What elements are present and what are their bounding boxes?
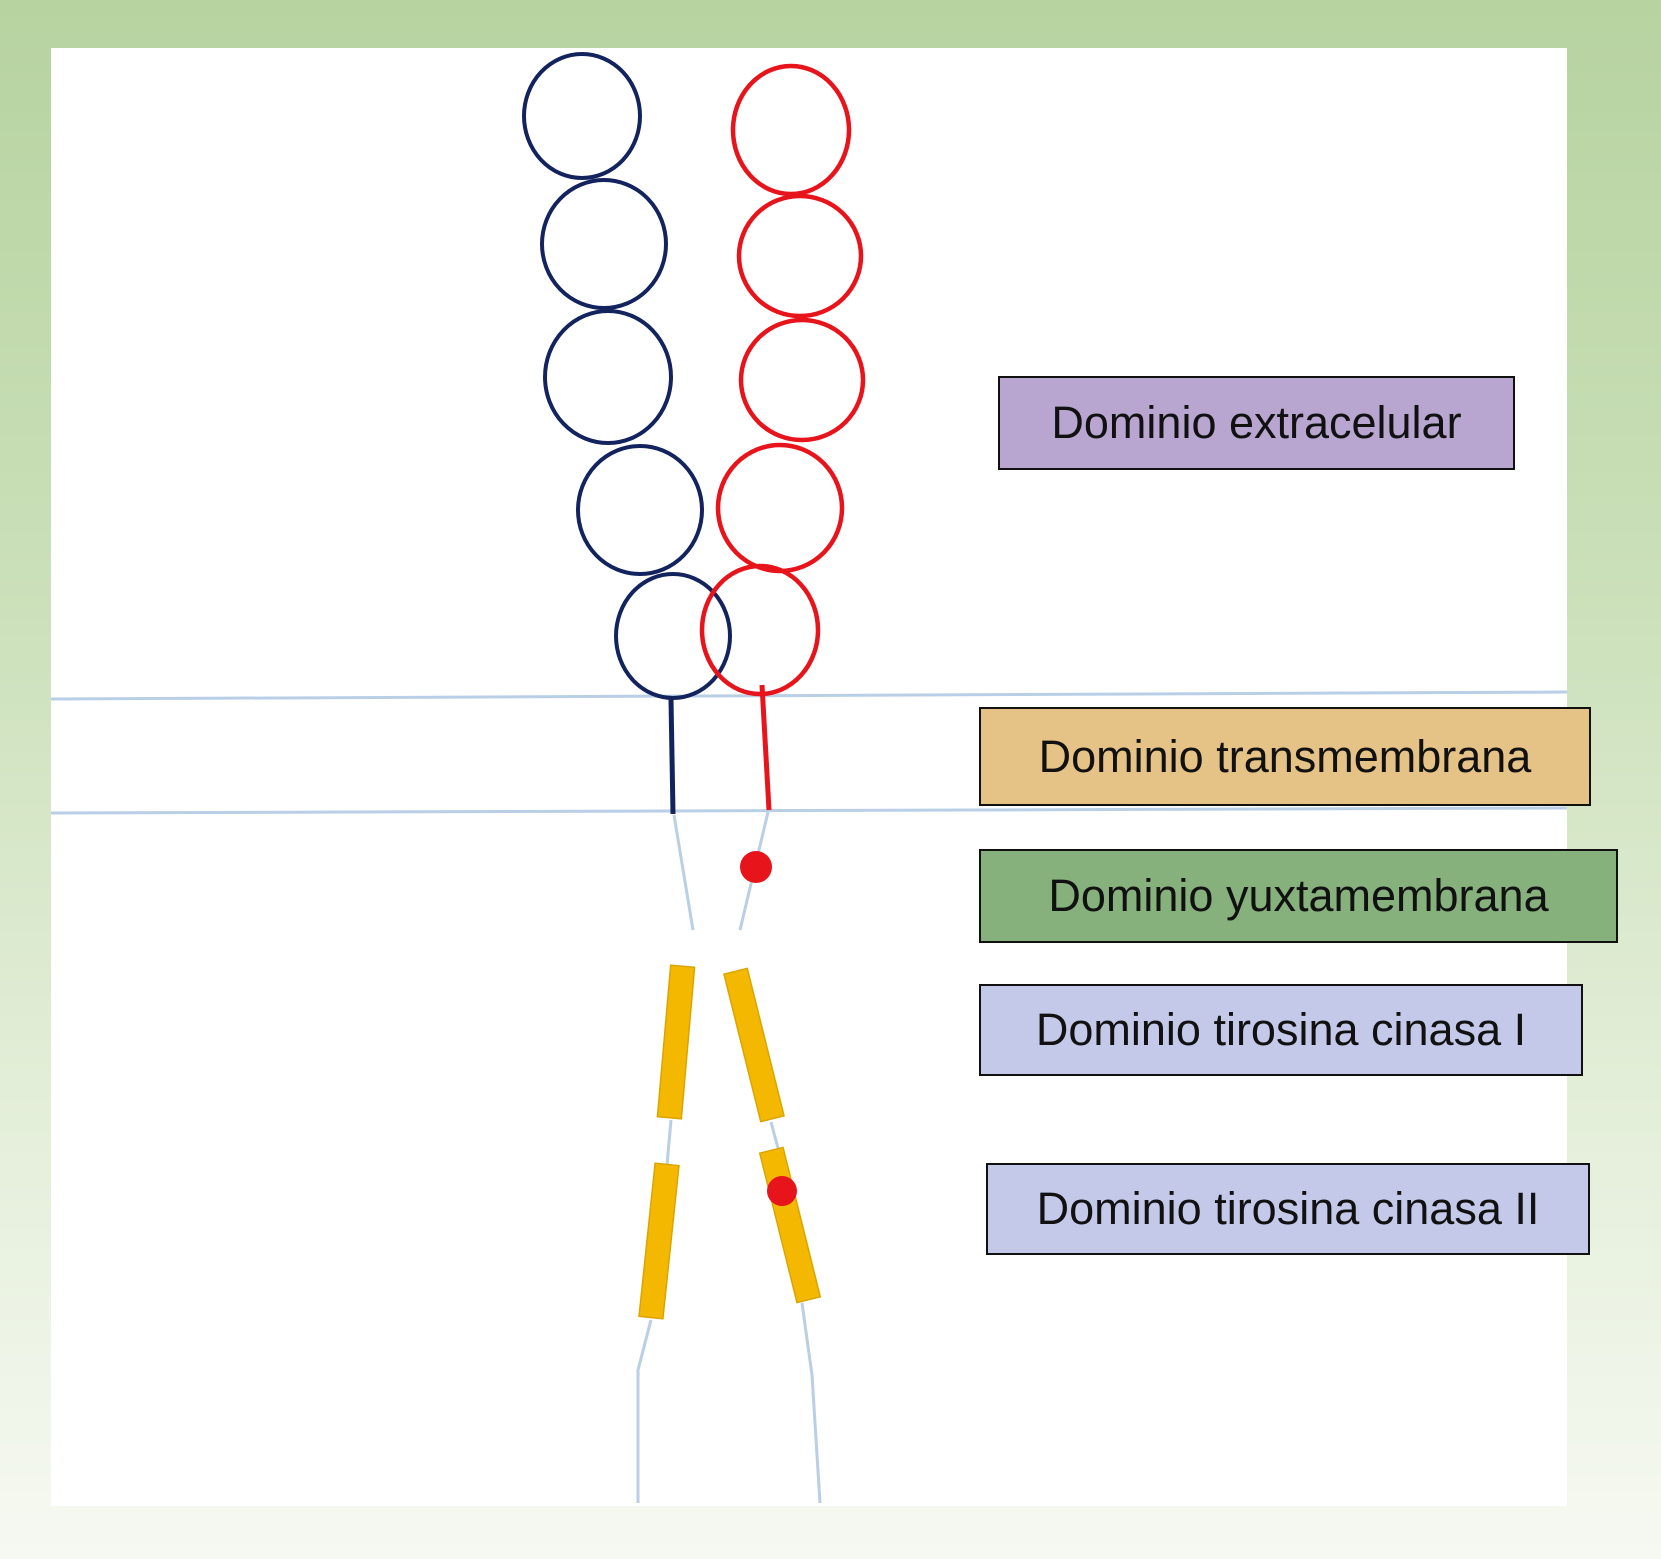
label-extracellular-domain: Dominio extracelular <box>998 376 1515 470</box>
phospho-dot-icon <box>740 851 772 883</box>
label-tyrosine-kinase-domain-1: Dominio tirosina cinasa I <box>979 984 1583 1076</box>
receptor-b-ig-loop-4 <box>715 442 845 574</box>
receptor-a-linker-chain <box>665 1119 673 1166</box>
receptor-b-extracellular-domains <box>699 63 866 697</box>
receptor-a-juxtamembrane-chain <box>672 814 695 931</box>
receptor-a-kinase-domain-2 <box>638 1162 680 1320</box>
receptor-a-ig-loop-4 <box>576 444 704 576</box>
label-juxtamembrane-domain: Dominio yuxtamembrana <box>979 849 1618 943</box>
receptor-a-ig-loop-5 <box>614 572 732 700</box>
receptor-b-kinase-domain-1 <box>723 967 785 1123</box>
receptor-b-linker-chain <box>769 1121 780 1149</box>
receptor-a-extracellular-domains <box>522 52 732 700</box>
receptor-b-kinase-domain-2 <box>758 1146 822 1304</box>
membrane-outer-line <box>50 690 1568 701</box>
receptor-a-ig-loop-1 <box>522 52 642 180</box>
receptor-a-ig-loop-2 <box>540 178 668 310</box>
receptor-a-c-terminal-chain <box>636 1319 653 1503</box>
receptor-a-transmembrane-segment <box>668 698 676 815</box>
receptor-a-ig-loop-3 <box>543 309 673 445</box>
label-tyrosine-kinase-domain-2: Dominio tirosina cinasa II <box>986 1163 1590 1255</box>
receptor-b-transmembrane-segment <box>759 684 772 811</box>
receptor-b-ig-loop-1 <box>730 63 852 197</box>
label-transmembrane-domain: Dominio transmembrana <box>979 707 1591 806</box>
membrane-inner-line <box>50 806 1568 815</box>
kinase-blocks <box>638 964 822 1320</box>
receptor-b-ig-loop-5 <box>699 563 821 697</box>
receptor-a-kinase-domain-1 <box>656 964 696 1120</box>
receptor-b-ig-loop-3 <box>738 317 866 443</box>
receptor-b-c-terminal-chain <box>800 1302 822 1504</box>
intracellular-chains <box>636 811 822 1504</box>
phospho-dot-icon <box>767 1176 797 1206</box>
receptor-b-ig-loop-2 <box>736 193 864 319</box>
